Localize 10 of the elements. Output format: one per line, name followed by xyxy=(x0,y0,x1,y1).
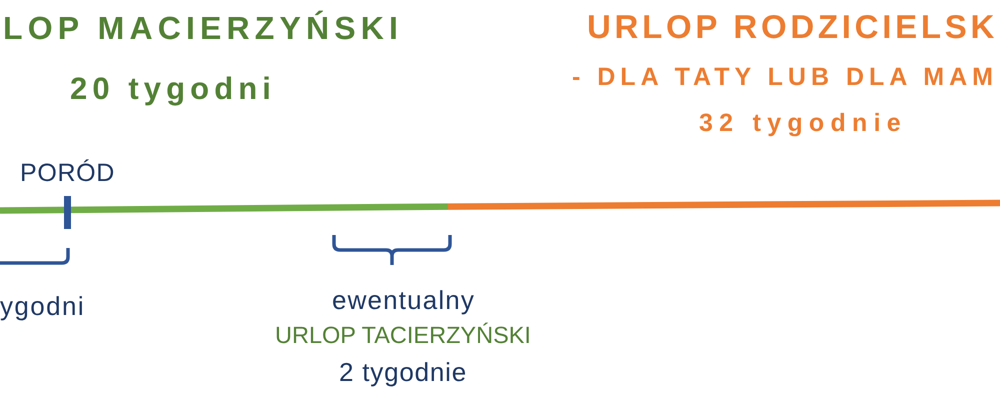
section-heading: URLOP RODZICIELSK xyxy=(587,10,998,44)
note-text: ewentualny xyxy=(332,286,475,313)
duration-label: 20 tygodni xyxy=(70,72,276,104)
event-label: PORÓD xyxy=(20,160,115,186)
duration-label: 2 tygodnie xyxy=(339,358,467,385)
leave-name: URLOP TACIERZYŃSKI xyxy=(275,324,531,348)
subheading: - DLA TATY LUB DLA MAM xyxy=(572,64,998,90)
duration-label: 32 tygodnie xyxy=(699,110,907,136)
duration-label: ygodni xyxy=(0,292,85,319)
section-heading: LOP MACIERZYŃSKI xyxy=(3,12,403,44)
